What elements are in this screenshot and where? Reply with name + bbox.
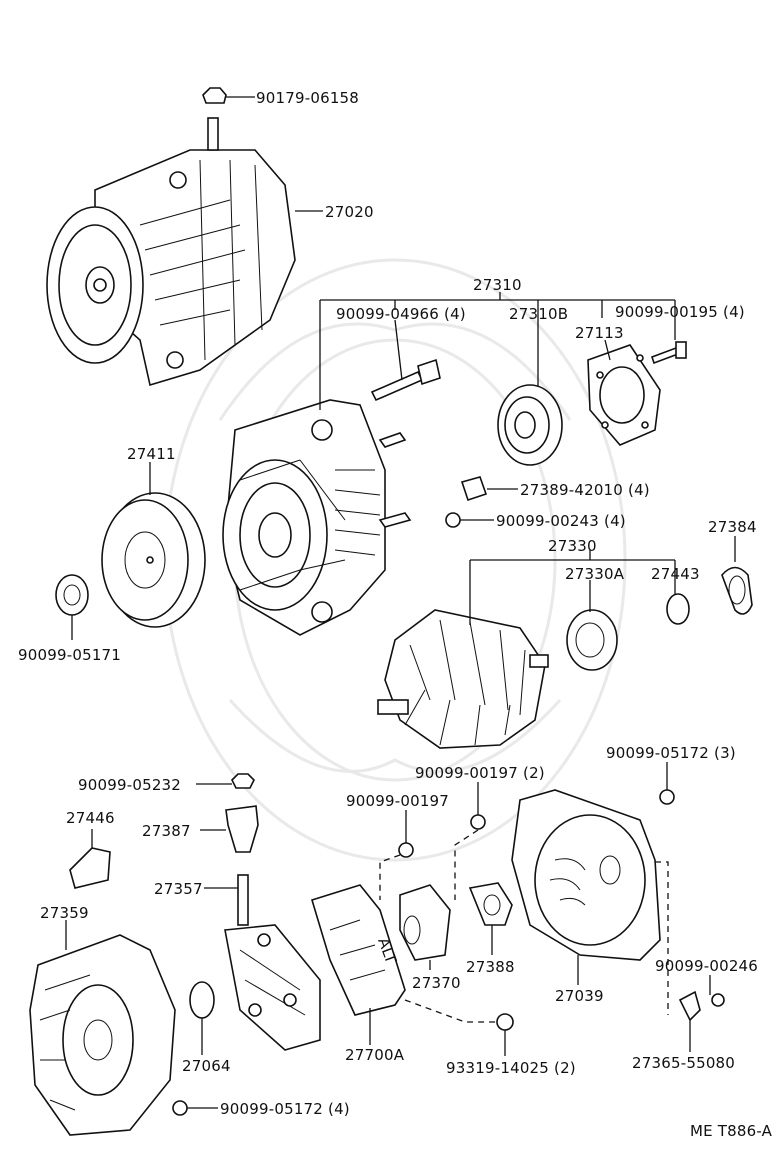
nut-90099-05171 (55, 574, 89, 616)
label-27384: 27384 (708, 518, 757, 536)
label-27411: 27411 (127, 445, 176, 463)
label-93319-14025: 93319-14025 (2) (446, 1059, 576, 1077)
plate-27446 (69, 847, 111, 889)
part-labels: 90179-06158 27020 27310 90099-04966 (4) … (18, 89, 773, 1140)
label-90099-05172-3: 90099-05172 (3) (606, 744, 736, 762)
label-90179-06158: 90179-06158 (256, 89, 359, 107)
screw-90099-00246 (711, 993, 725, 1007)
label-27330: 27330 (548, 537, 597, 555)
rotor-27330 (377, 609, 549, 749)
label-27700A: 27700A (345, 1046, 405, 1064)
alternator-assembly (46, 117, 296, 387)
brush-holder-27370 (399, 884, 451, 961)
nut-90099-05232 (231, 773, 255, 789)
label-27064: 27064 (182, 1057, 231, 1075)
bearing-27310B (497, 384, 563, 466)
label-27443: 27443 (651, 565, 700, 583)
rectifier-27357 (224, 874, 321, 1051)
bolt-90099-04966 (370, 358, 441, 402)
label-27113: 27113 (575, 324, 624, 342)
retainer-27113 (587, 344, 661, 446)
dashed-guides (379, 829, 669, 1023)
screw-90099-00197-left (398, 842, 414, 858)
label-90099-05232: 90099-05232 (78, 776, 181, 794)
retainer-27443 (666, 593, 690, 625)
insulator-27387 (225, 805, 259, 853)
label-90099-00246: 90099-00246 (655, 957, 758, 975)
drive-end-frame (222, 399, 412, 636)
label-27370: 27370 (412, 974, 461, 992)
label-27310B: 27310B (509, 305, 568, 323)
label-27310: 27310 (473, 276, 522, 294)
terminal-27365-55080 (678, 990, 701, 1022)
label-27039: 27039 (555, 987, 604, 1005)
rectifier-end-frame (511, 789, 661, 961)
label-90099-05171: 90099-05171 (18, 646, 121, 664)
screw-90099-00243 (445, 512, 461, 528)
bearing-27330A (566, 609, 618, 671)
label-27330A: 27330A (565, 565, 625, 583)
label-90099-04966: 90099-04966 (4) (336, 305, 466, 323)
label-90099-00195: 90099-00195 (4) (615, 303, 745, 321)
insulator-27064 (189, 981, 215, 1019)
label-90099-00197-2: 90099-00197 (2) (415, 764, 545, 782)
label-90099-00197: 90099-00197 (346, 792, 449, 810)
cover-27384 (721, 566, 753, 615)
nut-90099-05172-3 (659, 789, 675, 805)
label-90099-05172-4: 90099-05172 (4) (220, 1100, 350, 1118)
nut-90099-05172-4 (172, 1100, 188, 1116)
label-27020: 27020 (325, 203, 374, 221)
diagram-id: ME T886-A (690, 1122, 773, 1140)
label-27389-42010: 27389-42010 (4) (520, 481, 650, 499)
label-27388: 27388 (466, 958, 515, 976)
cover-27388 (468, 882, 513, 926)
regulator-27700A: ALT (311, 884, 406, 1016)
label-27387: 27387 (142, 822, 191, 840)
label-27357: 27357 (154, 880, 203, 898)
screw-90099-00197-right (470, 814, 486, 830)
label-27365-55080: 27365-55080 (632, 1054, 735, 1072)
pulley-27411 (101, 492, 206, 628)
nut-90179-06158 (202, 87, 227, 104)
leader-lines (65, 96, 736, 1109)
spacer-27389 (460, 476, 488, 502)
label-27359: 27359 (40, 904, 89, 922)
label-27446: 27446 (66, 809, 115, 827)
rear-end-cover-27359 (29, 934, 176, 1136)
screw-90099-00195 (650, 341, 687, 365)
bushing-93319-14025 (496, 1013, 514, 1031)
label-90099-00243: 90099-00243 (4) (496, 512, 626, 530)
